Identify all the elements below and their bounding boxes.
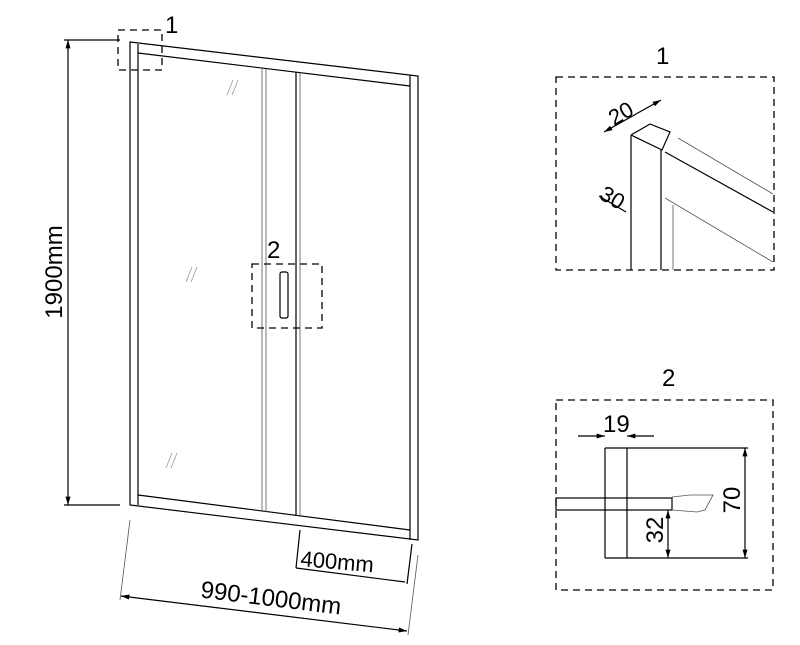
detail-2-dim-32: 32	[642, 517, 669, 544]
detail-2-dim-70: 70	[719, 487, 746, 514]
detail-1-title: 1	[656, 43, 669, 70]
door-handle	[279, 271, 289, 319]
glass-reflection-icon	[165, 79, 239, 469]
opening-label: 400mm	[300, 546, 375, 577]
callout-box-2	[251, 263, 323, 329]
callout-box-1	[117, 29, 163, 71]
glass-panel	[555, 497, 673, 511]
detail-2-handle-section: 2 19 70 32	[555, 365, 774, 591]
detail-1-dim-30: 30	[596, 181, 630, 215]
door-outer-frame	[129, 41, 419, 541]
detail-1-frame	[555, 76, 775, 271]
detail-2-frame	[555, 399, 774, 591]
door-front-view: 1 2	[117, 12, 419, 541]
callout-label-1: 1	[165, 12, 178, 39]
bottom-rail	[137, 494, 411, 531]
callout-label-2: 2	[267, 237, 280, 264]
height-label: 1900mm	[41, 225, 68, 318]
detail-1-dim-20: 20	[604, 96, 638, 130]
height-dimension: 1900mm	[41, 39, 120, 506]
detail-1-top-corner: 1 20 30	[555, 43, 775, 271]
detail-2-dim-19: 19	[603, 411, 630, 438]
detail-2-title: 2	[662, 365, 675, 392]
top-rail	[137, 52, 411, 87]
opening-dimension: 400mm	[295, 529, 413, 585]
